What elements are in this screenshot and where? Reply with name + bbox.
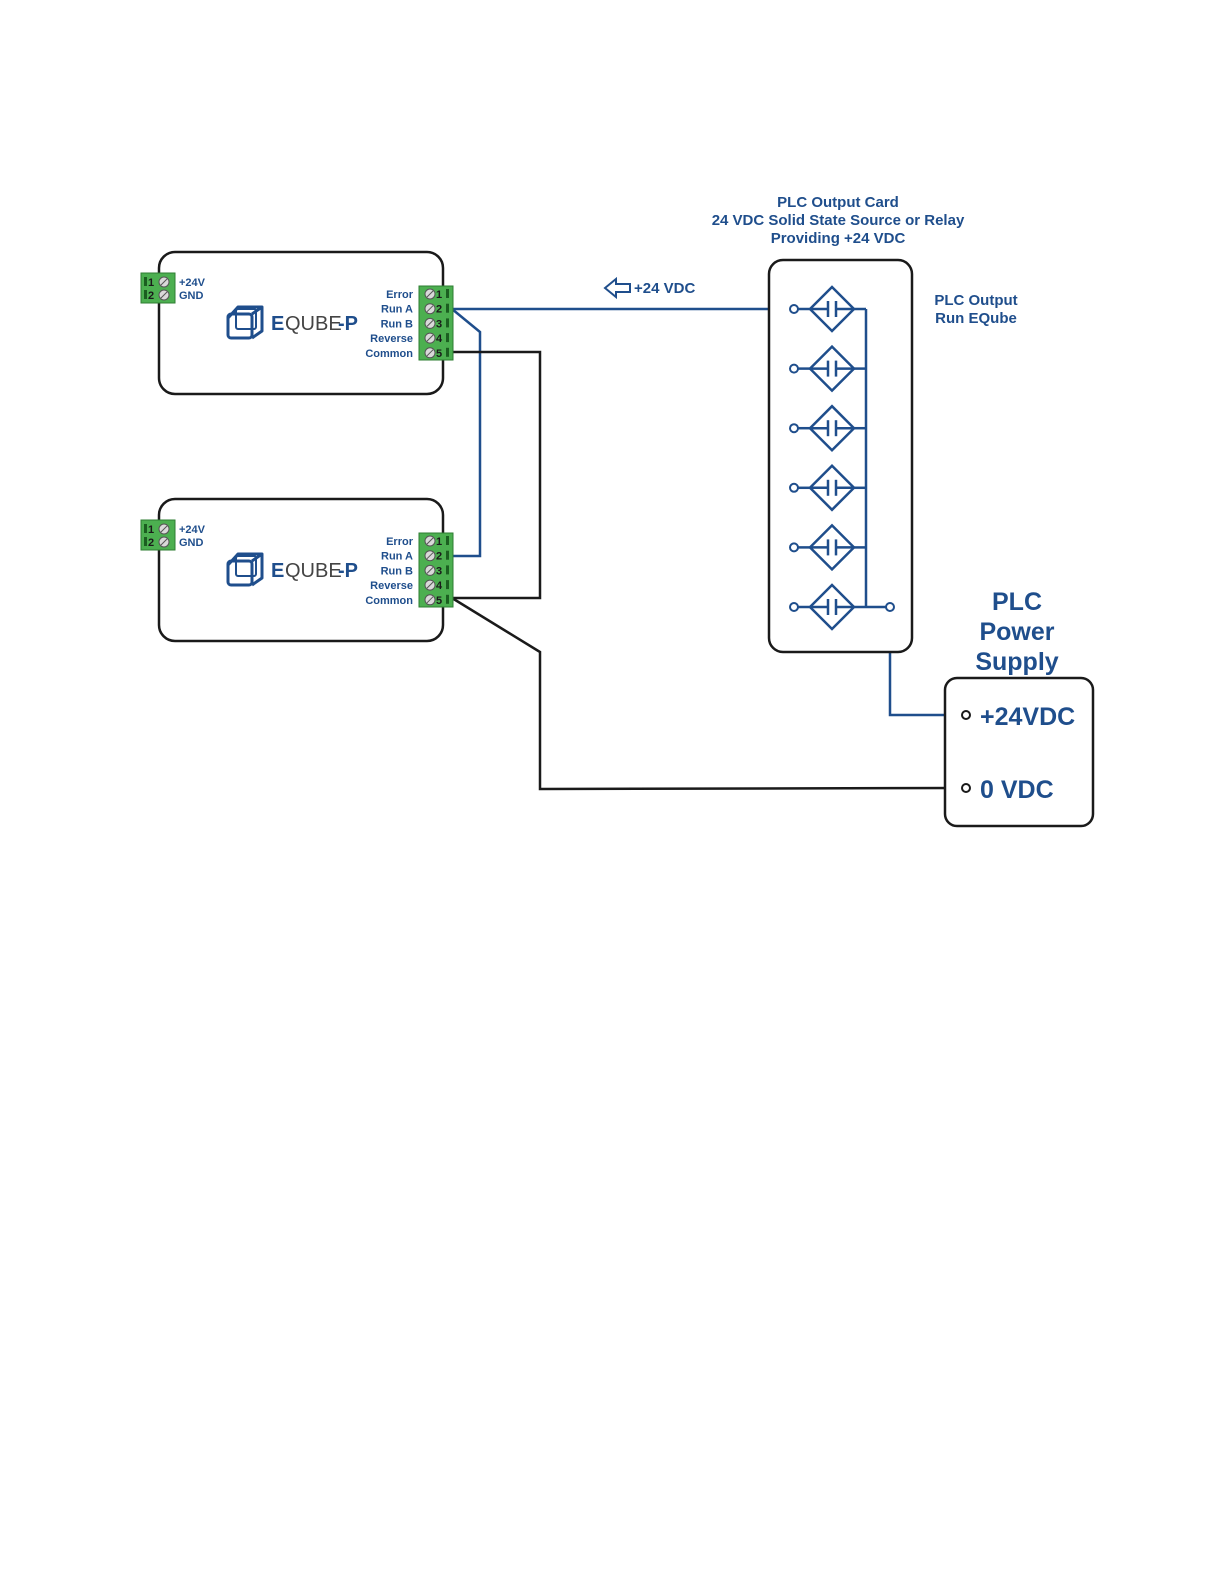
power-pin-number: 1 [148,524,154,536]
power-pin-label: +24V [179,524,206,536]
power-pin-number: 2 [148,537,154,549]
plc-power-supply: PLC Power Supply +24VDC 0 VDC [943,588,1095,828]
positive-terminal-label: +24VDC [980,703,1075,731]
power-pin-label: +24V [179,277,206,289]
negative-terminal-label: 0 VDC [980,776,1054,804]
wire-top-common-to-bottom-common [452,350,542,600]
io-pin-label: Run A [381,551,413,563]
power-pin-label: GND [179,537,204,549]
left-arrow-icon [603,276,631,300]
output-terminal [789,304,799,314]
plc-card-title: PLC Output Card 24 VDC Solid State Sourc… [712,194,965,247]
plc-title-line-1: PLC Output Card [777,194,899,211]
io-pin-label: Error [386,536,414,548]
io-pin-number: 1 [436,536,442,548]
brand-main: QUBE [285,560,342,582]
output-terminal [789,602,799,612]
power-supply-title-line-3: Supply [975,648,1058,676]
plc-side-label-line-1: PLC Output [934,292,1017,309]
io-pin-number: 3 [436,318,442,330]
positive-terminal [961,710,971,720]
io-pin-number: 4 [436,580,443,592]
output-terminal [789,542,799,553]
brand-suffix: -P [338,560,358,582]
plc-output-card [767,258,914,654]
io-pin-number: 5 [436,595,442,607]
brand-prefix: E [271,560,284,582]
io-pin-label: Reverse [370,580,413,592]
plc-card-box [767,258,914,654]
signal-arrow-label: +24 VDC [634,280,695,297]
io-pin-label: Run B [381,318,413,330]
output-terminal [789,363,799,374]
io-pin-label: Run A [381,304,413,316]
io-pin-label: Run B [381,565,413,577]
plc-side-label-line-2: Run EQube [935,310,1017,327]
cube-logo-icon [226,552,264,587]
plc-title-line-2: 24 VDC Solid State Source or Relay [712,212,965,229]
plc-title-line-3: Providing +24 VDC [771,230,906,247]
io-pin-label: Error [386,289,414,301]
power-terminal-block: 1 +24V 2 GND [140,272,206,304]
plc-common-terminal [885,602,895,612]
io-pin-number: 4 [436,333,443,345]
plc-output-side-label: PLC Output Run EQube [934,292,1017,327]
io-pin-number: 2 [436,551,442,563]
plc-output-contact [789,344,866,393]
brand-suffix: -P [338,313,358,335]
io-pin-label: Common [365,595,413,607]
negative-terminal [961,783,971,793]
brand-prefix: E [271,313,284,335]
output-terminal [789,423,799,434]
power-pin-number: 2 [148,290,154,302]
plc-output-contact [789,285,866,333]
power-supply-title-line-1: PLC [992,588,1042,616]
io-pin-label: Reverse [370,333,413,345]
cube-logo-icon [226,305,264,340]
power-supply-title-line-2: Power [979,618,1054,646]
plc-output-contact [789,464,866,512]
power-supply-box [943,676,1095,828]
plc-output-contact [789,583,866,631]
power-pin-label: GND [179,290,204,302]
brand-main: QUBE [285,313,342,335]
wire-top-runa-to-bottom-runa [451,308,482,558]
io-pin-number: 1 [436,289,442,301]
signal-direction-indicator: +24 VDC [603,276,695,300]
io-pin-number: 3 [436,565,442,577]
output-terminal [789,482,799,493]
io-pin-number: 2 [436,304,442,316]
plc-output-contact [789,404,866,452]
power-terminal-block: 1 +24V 2 GND [140,519,206,551]
power-pin-number: 1 [148,277,154,289]
plc-output-contact [789,523,866,572]
io-pin-number: 5 [436,348,442,360]
wire-common-to-0vdc [451,596,963,791]
io-pin-label: Common [365,348,413,360]
